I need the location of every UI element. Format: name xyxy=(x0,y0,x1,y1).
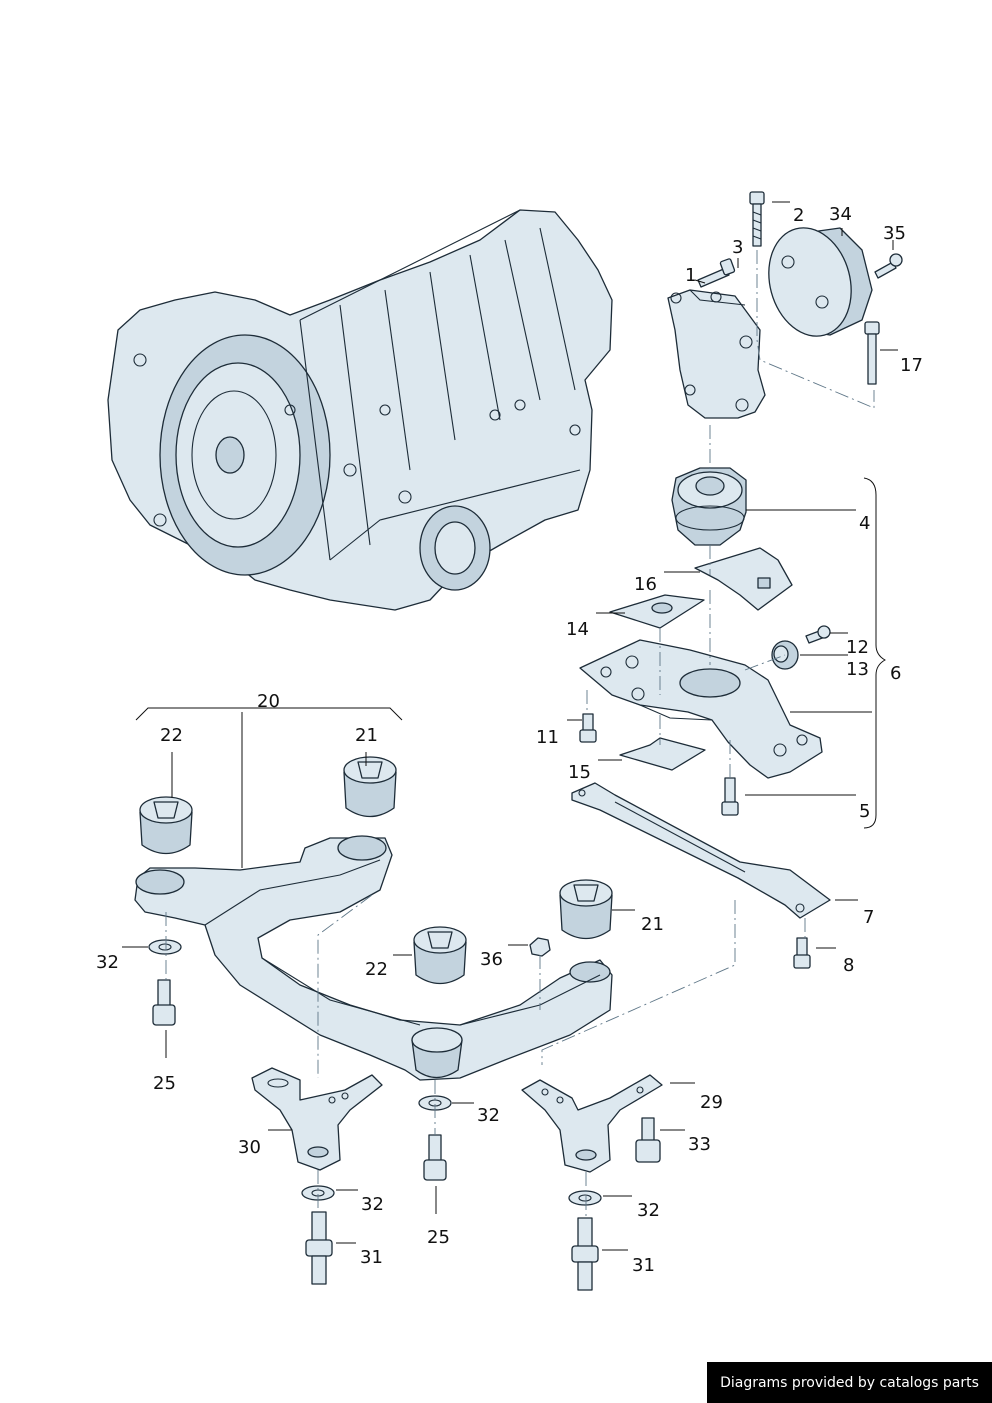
support-strap-7 xyxy=(571,782,831,919)
bolt-11 xyxy=(579,713,597,743)
callout-16: 16 xyxy=(634,574,657,595)
callout-33: 33 xyxy=(688,1134,711,1155)
callout-25-b: 25 xyxy=(427,1227,450,1248)
callout-32-c: 32 xyxy=(361,1194,384,1215)
callout-31-b: 31 xyxy=(632,1255,655,1276)
callout-2: 2 xyxy=(793,205,804,226)
bolt-8 xyxy=(793,937,811,969)
callout-32-d: 32 xyxy=(637,1200,660,1221)
bushing-21-right xyxy=(559,879,613,940)
callout-7: 7 xyxy=(863,907,874,928)
leader-lines xyxy=(122,201,898,1251)
callout-31-a: 31 xyxy=(360,1247,383,1268)
callout-36: 36 xyxy=(480,949,503,970)
bracket-1 xyxy=(667,289,766,419)
credit-banner: Diagrams provided by catalogs parts xyxy=(707,1362,992,1403)
washer-32-d xyxy=(568,1190,602,1206)
engine-mount-4 xyxy=(671,467,747,546)
assembly-axes xyxy=(165,250,875,1218)
plate-14 xyxy=(609,594,705,629)
damper-34 xyxy=(768,227,873,337)
bracket-29 xyxy=(521,1074,663,1173)
callout-20: 20 xyxy=(257,691,280,712)
bolt-17 xyxy=(864,321,880,385)
mount-carrier-6 xyxy=(579,639,823,779)
callout-34: 34 xyxy=(829,204,852,225)
callout-32-b: 32 xyxy=(477,1105,500,1126)
washer-32-a xyxy=(148,939,182,955)
bolt-2 xyxy=(749,191,765,247)
callout-8: 8 xyxy=(843,955,854,976)
callout-21-right: 21 xyxy=(641,914,664,935)
stud-31-b xyxy=(571,1217,599,1291)
callout-5: 5 xyxy=(859,801,870,822)
callout-17: 17 xyxy=(900,355,923,376)
callout-labels: 1 2 3 34 35 17 4 16 14 12 13 6 11 15 5 7… xyxy=(96,204,923,1276)
plate-15 xyxy=(619,737,706,771)
stud-31-a xyxy=(305,1211,333,1285)
callout-21-upper: 21 xyxy=(355,725,378,746)
nut-36 xyxy=(529,937,551,957)
callout-22-center: 22 xyxy=(365,959,388,980)
bushing-22-center xyxy=(413,926,467,985)
callout-11: 11 xyxy=(536,727,559,748)
callout-13: 13 xyxy=(846,659,869,680)
callout-1: 1 xyxy=(685,265,696,286)
bushing-21-upper xyxy=(343,756,397,818)
washer-32-c xyxy=(301,1185,335,1201)
callout-6: 6 xyxy=(890,663,901,684)
callout-25-a: 25 xyxy=(153,1073,176,1094)
bushing-22-left xyxy=(139,796,193,855)
screw-12 xyxy=(805,625,831,644)
transmission-assembly xyxy=(107,209,613,611)
callout-32-a: 32 xyxy=(96,952,119,973)
heat-shield-16 xyxy=(694,547,793,611)
callout-22-left: 22 xyxy=(160,725,183,746)
callout-15: 15 xyxy=(568,762,591,783)
bolt-33 xyxy=(635,1117,661,1163)
callout-30: 30 xyxy=(238,1137,261,1158)
crossmember-20 xyxy=(134,835,613,1081)
callout-12: 12 xyxy=(846,637,869,658)
bracket-30 xyxy=(251,1067,383,1171)
callout-4: 4 xyxy=(859,513,870,534)
callout-3: 3 xyxy=(732,237,743,258)
callout-29: 29 xyxy=(700,1092,723,1113)
bolt-25-b xyxy=(423,1134,447,1181)
screw-35 xyxy=(874,253,903,279)
bolt-25-a xyxy=(152,979,176,1026)
callout-14: 14 xyxy=(566,619,589,640)
callout-35: 35 xyxy=(883,223,906,244)
bolt-5 xyxy=(721,777,739,816)
bolt-3 xyxy=(697,258,736,288)
